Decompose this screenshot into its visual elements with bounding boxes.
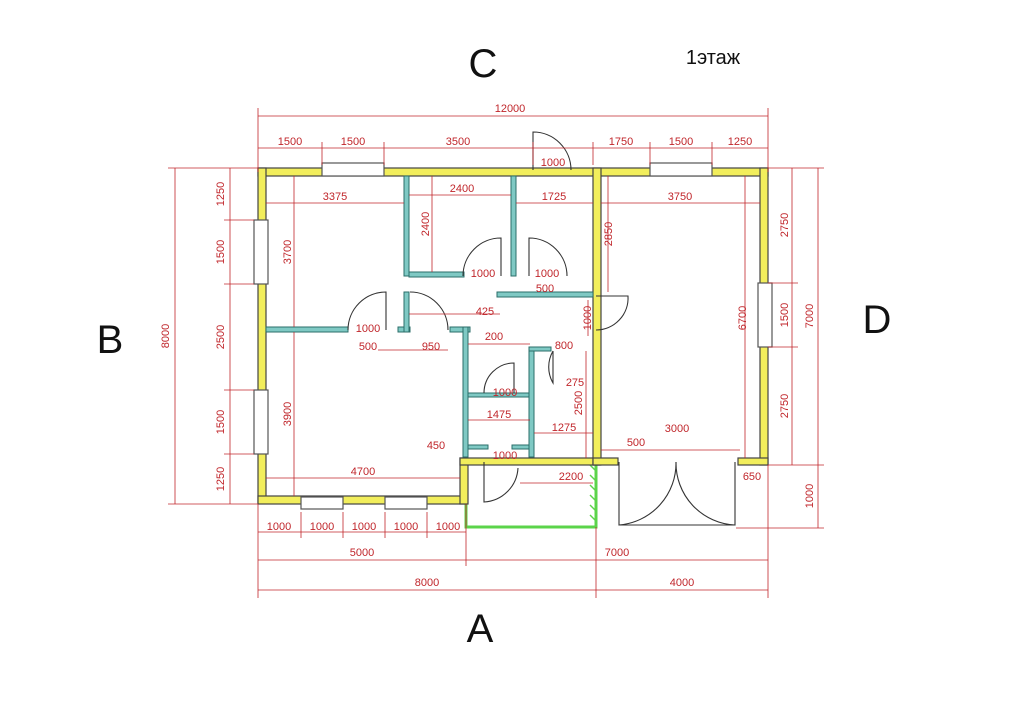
- dim-right-h-6700: 6700: [737, 306, 749, 330]
- dim-left-1250a: 1250: [215, 182, 227, 206]
- dim-top-f: 1250: [728, 136, 752, 148]
- dim-porch-w: 2200: [559, 471, 583, 483]
- dim-door-b: 1000: [535, 268, 559, 280]
- dim-bot-8000: 8000: [415, 577, 439, 589]
- dim-gap-450: 450: [427, 440, 445, 452]
- dim-bot-5000: 5000: [350, 547, 374, 559]
- side-label-left: B: [97, 318, 124, 362]
- dim-room-low-w: 4700: [351, 466, 375, 478]
- dim-terrace-w: 3000: [665, 423, 689, 435]
- dim-top-d: 1750: [609, 136, 633, 148]
- side-label-top: C: [469, 42, 498, 86]
- dim-door-right: 1000: [582, 306, 594, 330]
- doors: [347, 131, 736, 526]
- dim-bot-1000b: 1000: [310, 521, 334, 533]
- side-label-bottom: A: [467, 607, 494, 651]
- dim-right-upper-h: 2850: [603, 222, 615, 246]
- window: [253, 219, 269, 285]
- dim-gap-275: 275: [566, 377, 584, 389]
- window: [757, 282, 773, 348]
- dim-door-low: 1000: [493, 450, 517, 462]
- dim-gap-200: 200: [485, 331, 503, 343]
- side-label-right: D: [863, 298, 892, 342]
- dim-right-2750a: 2750: [779, 213, 791, 237]
- dim-room-low-h: 3900: [282, 402, 294, 426]
- dim-hall-w: 2400: [450, 183, 474, 195]
- dim-left-1500a: 1500: [215, 240, 227, 264]
- dim-top-e: 1500: [669, 136, 693, 148]
- dim-bot-7000: 7000: [605, 547, 629, 559]
- dim-bot-1000a: 1000: [267, 521, 291, 533]
- dim-terrace-gap: 500: [627, 437, 645, 449]
- dim-room-mid-w: 1725: [542, 191, 566, 203]
- dimension-labels: 12000 1500 1500 3500 1750 1500 1250 1000…: [160, 103, 816, 589]
- dim-right-1500: 1500: [779, 303, 791, 327]
- window: [300, 496, 344, 510]
- dim-right-2750b: 2750: [779, 394, 791, 418]
- dim-bot-1000d: 1000: [394, 521, 418, 533]
- dim-room1-h: 3700: [282, 240, 294, 264]
- dim-right-1000: 1000: [804, 484, 816, 508]
- dim-top-total: 12000: [495, 103, 526, 115]
- dim-left-total: 8000: [160, 324, 172, 348]
- floor-label: 1этаж: [686, 47, 741, 69]
- dim-bot-1000c: 1000: [352, 521, 376, 533]
- dim-door-a: 1000: [471, 268, 495, 280]
- window: [384, 496, 428, 510]
- dim-door-c: 1000: [356, 323, 380, 335]
- window: [253, 389, 269, 455]
- dim-room-right-w: 3750: [668, 191, 692, 203]
- dim-left-1250b: 1250: [215, 467, 227, 491]
- dim-hall-h: 2400: [420, 212, 432, 236]
- dim-room1-w: 3375: [323, 191, 347, 203]
- dim-bot-4000: 4000: [670, 577, 694, 589]
- dim-gap-500b: 500: [359, 341, 377, 353]
- interior-walls: [265, 175, 594, 458]
- dim-bath-w2: 1275: [552, 422, 576, 434]
- dim-right-total: 7000: [804, 304, 816, 328]
- dim-gap-950: 950: [422, 341, 440, 353]
- dim-bot-1000e: 1000: [436, 521, 460, 533]
- dim-bath-h: 2500: [573, 391, 585, 415]
- dim-top-a: 1500: [278, 136, 302, 148]
- dim-gap-500a: 500: [536, 283, 554, 295]
- dim-door-bath: 1000: [493, 387, 517, 399]
- dim-top-c: 3500: [446, 136, 470, 148]
- dim-top-b: 1500: [341, 136, 365, 148]
- dim-gap-425: 425: [476, 306, 494, 318]
- windows: [253, 162, 773, 510]
- dim-entry-door: 1000: [541, 157, 565, 169]
- window: [321, 162, 385, 177]
- dim-bath-w: 1475: [487, 409, 511, 421]
- dim-left-2500: 2500: [215, 325, 227, 349]
- dimension-lines: [168, 108, 824, 598]
- window: [649, 162, 713, 177]
- dim-gap-650: 650: [743, 471, 761, 483]
- dim-left-1500b: 1500: [215, 410, 227, 434]
- dim-gap-800: 800: [555, 340, 573, 352]
